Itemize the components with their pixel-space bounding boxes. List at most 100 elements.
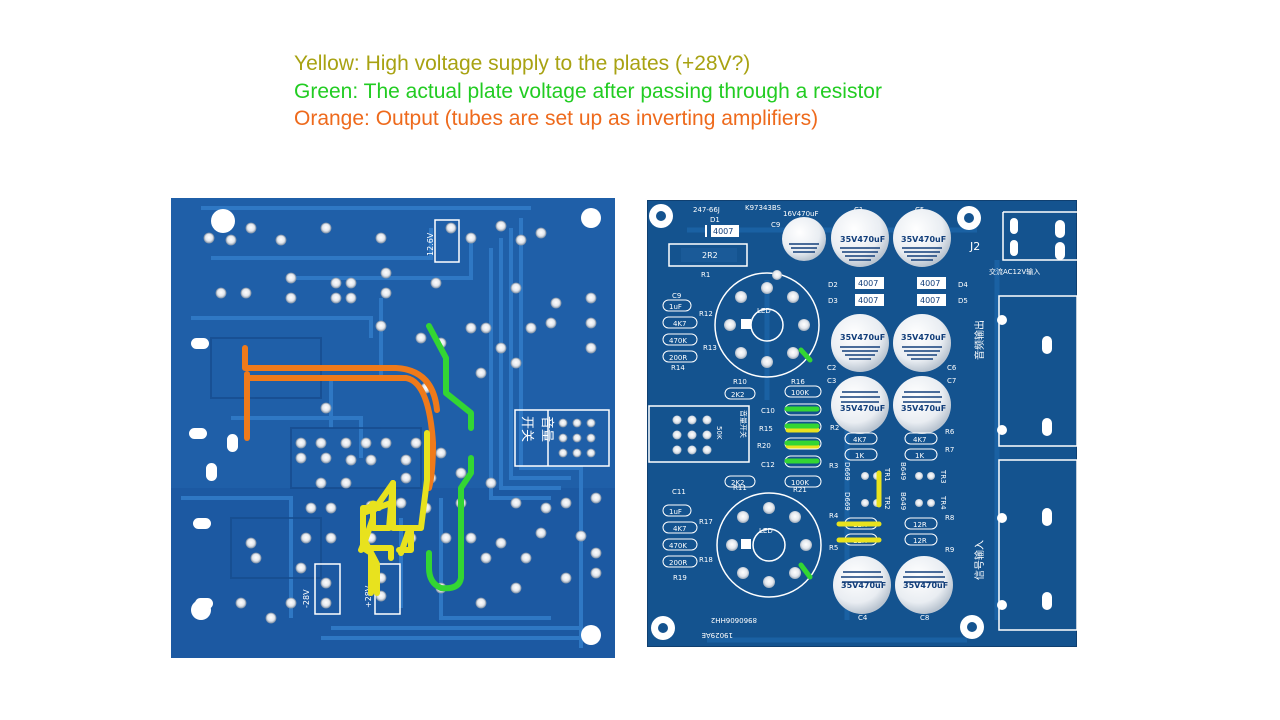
label-d4: D4 xyxy=(958,281,968,289)
diode-d1 xyxy=(705,225,739,237)
resistor-r1 xyxy=(668,243,748,267)
label-tr4: TR4 xyxy=(939,495,947,510)
label-r12: R12 xyxy=(699,310,713,318)
capacitor-c5-part: 35V470uF xyxy=(901,235,946,244)
tr4-part: B649 xyxy=(899,492,907,510)
solder-pads-left xyxy=(203,220,602,624)
r9-value: 12R xyxy=(913,537,927,545)
r14-value: 200R xyxy=(669,354,687,362)
label-date: 19029AE xyxy=(702,631,733,639)
label-signal-in: 信号输入 xyxy=(973,540,986,580)
capacitor-c3-part: 35V470uF xyxy=(840,404,885,413)
pcb-top-side-photo: 247-66J K97343BS D1 4007 2R2 R1 C9 16V47… xyxy=(647,200,1077,647)
capacitor-c6-part: 35V470uF xyxy=(901,333,946,342)
label-r8: R8 xyxy=(945,514,954,522)
label-c10: C10 xyxy=(761,407,775,415)
r19-value: 200R xyxy=(669,559,687,567)
resistor-r1-part: 2R2 xyxy=(702,251,718,260)
box-signal-in xyxy=(998,459,1077,631)
tr3-part: B649 xyxy=(899,462,907,480)
capacitor-c9 xyxy=(782,217,826,261)
diode-d3-part: 4007 xyxy=(858,296,878,305)
label-r7: R7 xyxy=(945,446,954,454)
diode-d2-part: 4007 xyxy=(858,279,878,288)
label-r1: R1 xyxy=(701,271,710,279)
label-pot: 50K xyxy=(715,426,723,440)
label-r14: R14 xyxy=(671,364,685,372)
diode-d4-part: 4007 xyxy=(920,279,940,288)
label-volume: 音量 xyxy=(539,416,555,442)
mounting-holes-left xyxy=(191,208,601,645)
label-pos28v: +28V xyxy=(364,585,373,608)
tube-socket-2: LED xyxy=(716,492,822,598)
label-d1: D1 xyxy=(710,216,720,224)
capacitor-c7-part: 35V470uF xyxy=(901,404,946,413)
label-c3: C3 xyxy=(827,377,836,385)
label-kit: K97343BS xyxy=(745,204,782,212)
capacitor-c8-part: 35V470uF xyxy=(903,581,948,590)
label-switch: 开关 xyxy=(519,416,534,442)
label-r10: R10 xyxy=(733,378,747,386)
label-r18: R18 xyxy=(699,556,713,564)
label-d3: D3 xyxy=(828,297,838,305)
capacitor-c7 xyxy=(893,376,951,434)
diode-d1-part: 4007 xyxy=(713,227,733,236)
label-r6: R6 xyxy=(945,428,955,436)
capacitor-c4 xyxy=(833,556,891,614)
annotation-orange-output xyxy=(242,345,440,491)
label-247: 247-66J xyxy=(693,206,720,214)
c9b-value: 1uF xyxy=(669,303,682,311)
capacitor-c6 xyxy=(893,314,951,372)
label-audio-out: 音频输出 xyxy=(973,320,986,360)
label-ac-input: 交流AC12V输入 xyxy=(989,267,1040,276)
label-r11: R11 xyxy=(733,484,747,492)
label-c9b: C9 xyxy=(672,292,681,300)
label-c8: C8 xyxy=(920,614,929,622)
r2-value: 4K7 xyxy=(853,436,867,444)
capacitor-c4-part: 35V470uF xyxy=(841,581,886,590)
label-c4: C4 xyxy=(858,614,868,622)
label-c11: C11 xyxy=(672,488,686,496)
label-r5: R5 xyxy=(829,544,838,552)
label-r9: R9 xyxy=(945,546,954,554)
diodes-d2-d5: 4007 4007 4007 4007 xyxy=(852,277,946,306)
label-d5: D5 xyxy=(958,297,968,305)
legend-yellow: Yellow: High voltage supply to the plate… xyxy=(294,52,751,75)
annotation-yellow-right xyxy=(785,427,882,543)
tr1-part: D669 xyxy=(843,462,851,481)
diode-d5-part: 4007 xyxy=(920,296,940,305)
tr2-part: D669 xyxy=(843,492,851,511)
slot-pads-left xyxy=(189,338,238,609)
label-r16: R16 xyxy=(791,378,805,386)
r3-value: 1K xyxy=(855,452,864,460)
legend: Yellow: High voltage supply to the plate… xyxy=(294,50,882,133)
r17-value: 4K7 xyxy=(673,525,687,533)
r16-value: 100K xyxy=(791,389,809,397)
led-label-1: LED xyxy=(757,307,771,315)
r10-value: 2K2 xyxy=(731,391,745,399)
label-r2: R2 xyxy=(830,424,839,432)
label-c7: C7 xyxy=(947,377,956,385)
pcb-bottom-side-photo: 12.6V -28V +28V 开关 音量 xyxy=(171,198,615,658)
label-12v: 12.6V xyxy=(426,232,435,256)
box-audio-out xyxy=(998,295,1077,447)
capacitor-group: C1 35V470uF C5 35V470uF 35V470uF 35V470u… xyxy=(831,206,953,622)
terminal-j2 xyxy=(1010,218,1065,260)
label-j2: J2 xyxy=(969,240,980,253)
label-c2: C2 xyxy=(827,364,836,372)
mounting-holes-right xyxy=(649,204,984,640)
box-neg28v xyxy=(314,563,341,615)
capacitor-c2 xyxy=(831,314,889,372)
r7-value: 1K xyxy=(915,452,924,460)
r13-value: 470K xyxy=(669,337,687,345)
label-c9-top: C9 xyxy=(771,221,780,229)
capacitor-c3 xyxy=(831,376,889,434)
box-switch-volume xyxy=(514,409,610,467)
left-components-top: 1uF 4K7 470K 200R xyxy=(662,299,698,363)
label-neg28v: -28V xyxy=(302,589,311,608)
label-c9-part: 16V470uF xyxy=(783,210,819,218)
label-r4: R4 xyxy=(829,512,839,520)
legend-green: Green: The actual plate voltage after pa… xyxy=(294,79,882,103)
label-r3: R3 xyxy=(829,462,838,470)
annotation-green-right xyxy=(784,347,820,580)
